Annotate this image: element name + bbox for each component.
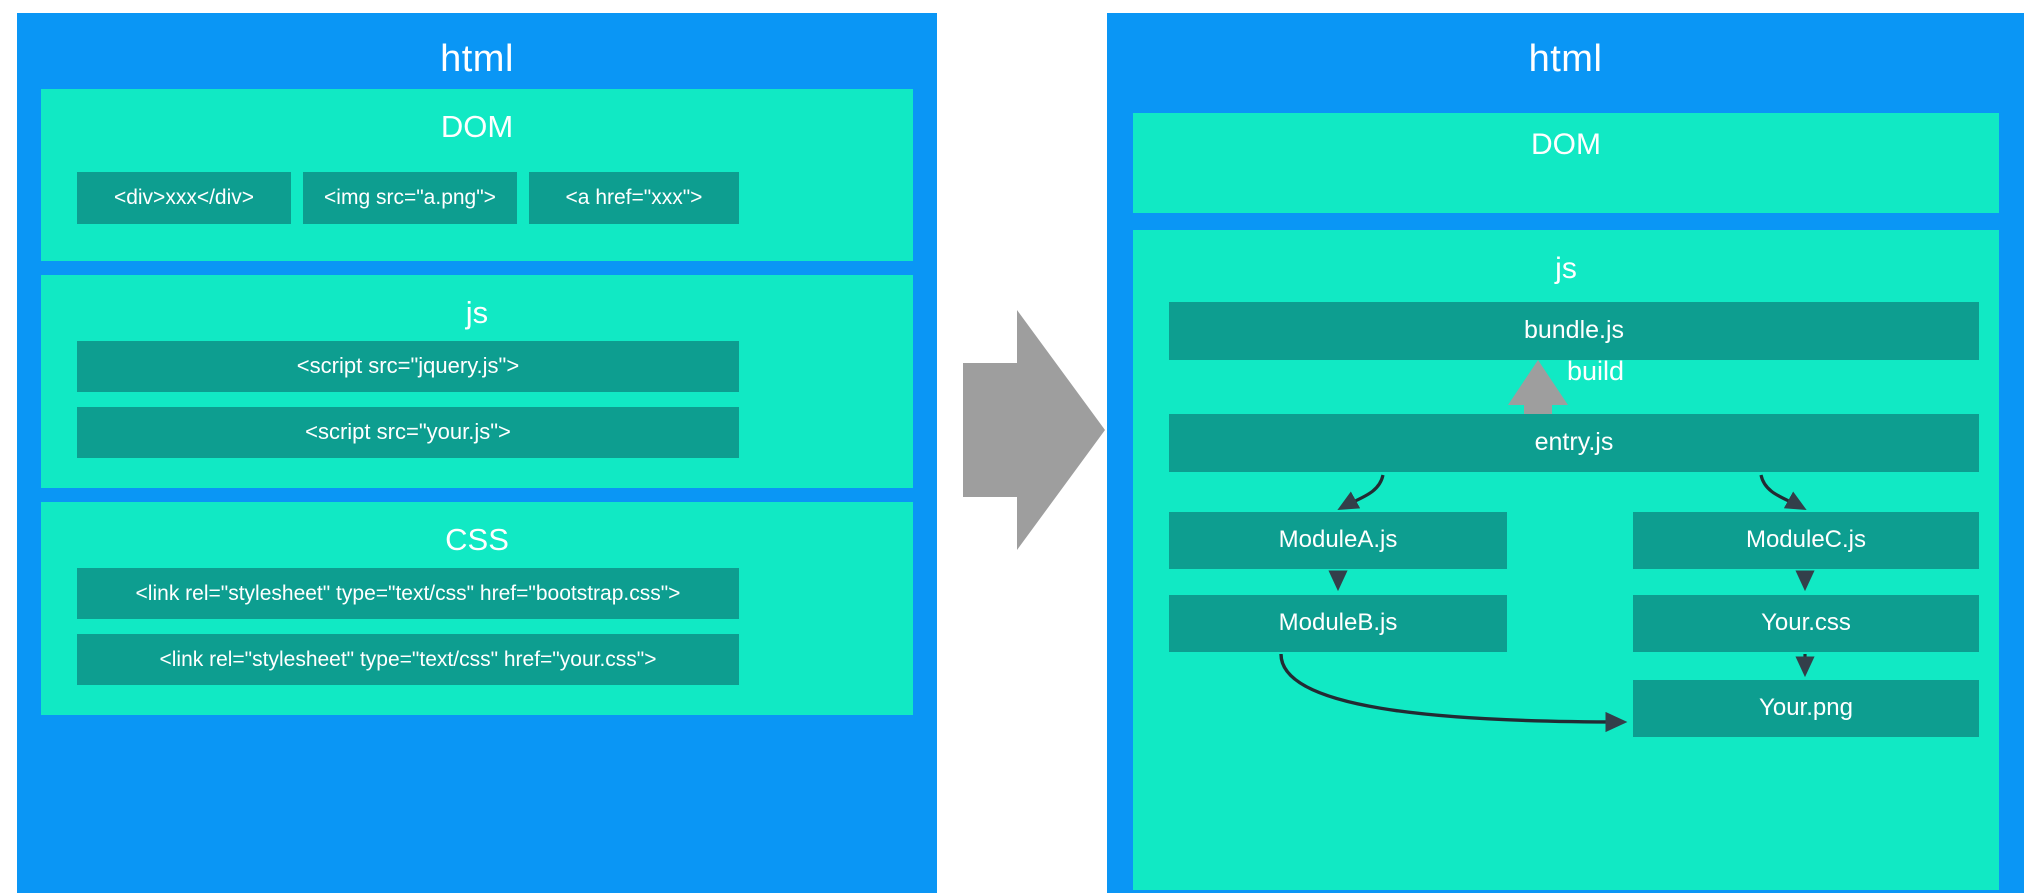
right-js-section: js — [1133, 230, 1999, 890]
left-js-section-label: js — [465, 295, 489, 330]
edge-entry-to-modulec — [1759, 474, 1807, 511]
left-dom-section-label: DOM — [440, 109, 514, 144]
node-entry-js: entry.js — [1169, 414, 1979, 472]
right-dom-section-label: DOM — [1531, 128, 1601, 161]
right-html-panel: html DOM js — [1107, 13, 2024, 893]
right-js-section-label: js — [1555, 252, 1577, 285]
right-panel-title: html — [1528, 38, 1603, 80]
dom-element-anchor: <a href="xxx"> — [529, 172, 739, 224]
node-bundle-js: bundle.js — [1169, 302, 1979, 360]
node-module-a: ModuleA.js — [1169, 512, 1507, 569]
node-your-css: Your.css — [1633, 595, 1979, 652]
left-css-section: CSS <link rel="stylesheet" type="text/cs… — [41, 502, 913, 715]
right-arrow-icon — [963, 310, 1105, 550]
node-module-b: ModuleB.js — [1169, 595, 1507, 652]
left-html-panel: html DOM <div>xxx</div> <img src="a.png"… — [17, 13, 937, 893]
script-tag-your: <script src="your.js"> — [77, 407, 739, 458]
link-tag-bootstrap: <link rel="stylesheet" type="text/css" h… — [77, 568, 739, 619]
edge-moduleb-to-yourpng — [1279, 653, 1628, 733]
node-your-png: Your.png — [1633, 680, 1979, 737]
dom-element-img: <img src="a.png"> — [303, 172, 517, 224]
script-tag-jquery: <script src="jquery.js"> — [77, 341, 739, 392]
dom-element-div: <div>xxx</div> — [77, 172, 291, 224]
build-edge-label: build — [1567, 356, 1625, 386]
right-dom-section: DOM — [1133, 113, 1999, 213]
left-css-section-label: CSS — [445, 522, 509, 557]
link-tag-your: <link rel="stylesheet" type="text/css" h… — [77, 634, 739, 685]
left-dom-section: DOM <div>xxx</div> <img src="a.png"> <a … — [41, 89, 913, 261]
edge-entry-to-modulea — [1337, 474, 1385, 511]
left-panel-title: html — [440, 38, 514, 80]
left-js-section: js <script src="jquery.js"> <script src=… — [41, 275, 913, 488]
node-module-c: ModuleC.js — [1633, 512, 1979, 569]
